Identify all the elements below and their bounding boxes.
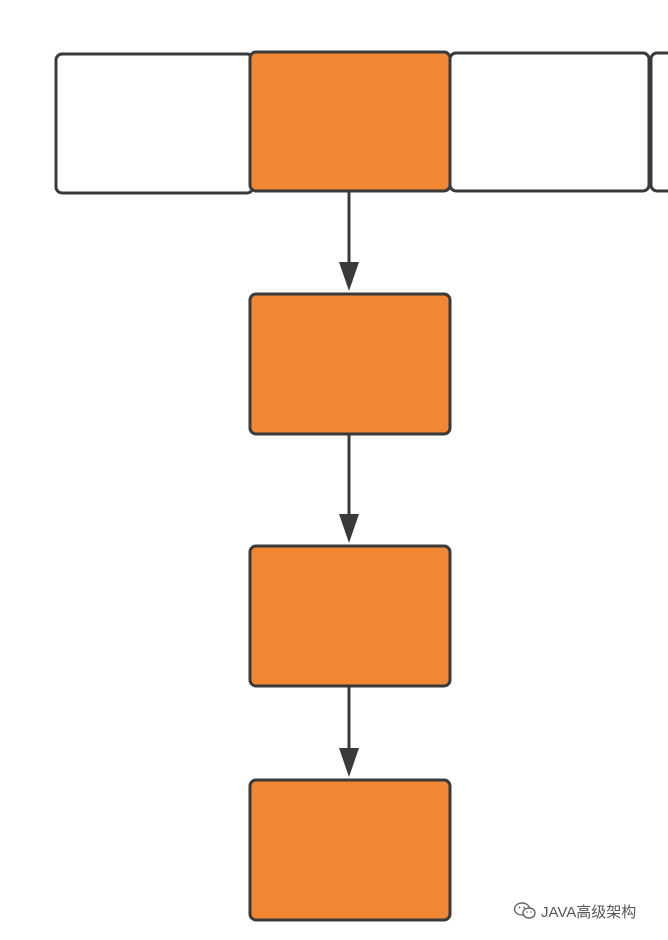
array-slot-1	[54, 52, 255, 195]
list-node-3	[248, 778, 452, 922]
array-slot-2	[248, 50, 452, 193]
arrowhead-3	[339, 748, 359, 777]
arrowhead-1	[339, 262, 359, 291]
array-row	[54, 50, 668, 195]
list-node-2	[248, 544, 452, 688]
watermark-text: JAVA高级架构	[541, 903, 637, 921]
watermark: JAVA高级架构	[513, 900, 636, 922]
arrows	[339, 192, 359, 777]
linked-list	[248, 292, 452, 922]
array-slot-4	[649, 51, 668, 193]
arrowhead-2	[339, 514, 359, 543]
wechat-icon	[513, 901, 537, 921]
array-slot-3	[448, 51, 651, 193]
list-node-1	[248, 292, 452, 436]
